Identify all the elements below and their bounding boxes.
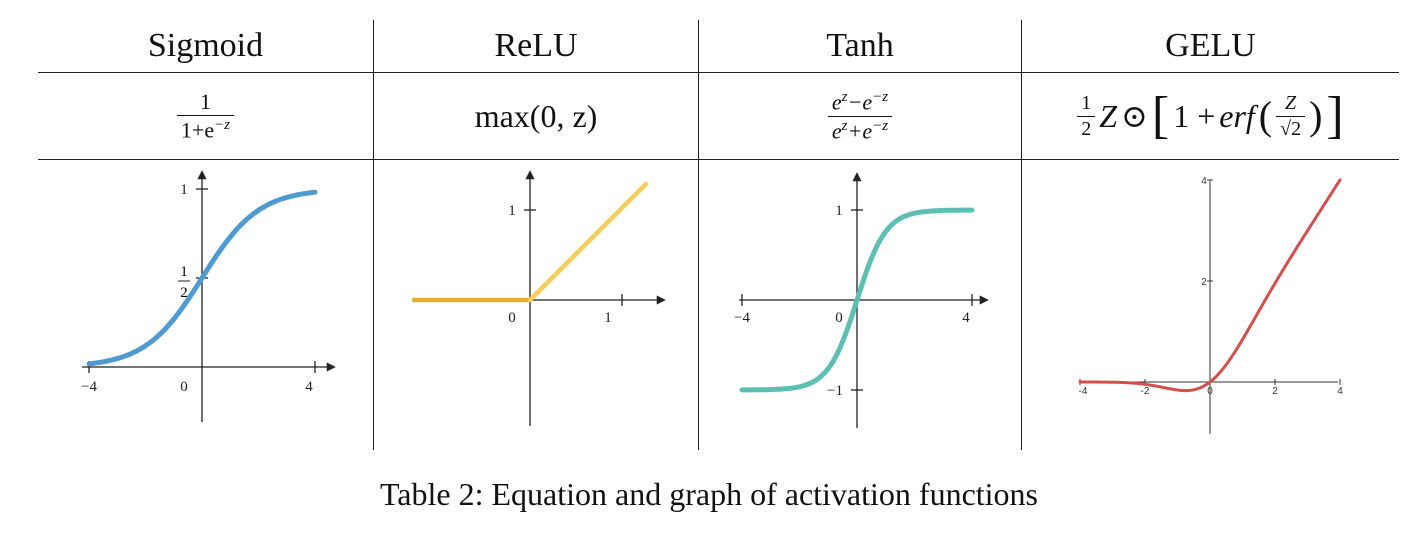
equation-row: 1 1+e−z max(0, z) ez−e−z ez+e−z 1 2 Z ⊙ … xyxy=(38,72,1399,160)
tanh-denominator: ez+e−z xyxy=(827,115,893,143)
gelu-right-paren: ) xyxy=(1309,93,1323,138)
header-sigmoid: Sigmoid xyxy=(147,27,264,64)
sigmoid-x-tick-label: 4 xyxy=(305,379,313,395)
tanh-den-b-exp: −z xyxy=(872,117,889,134)
sigmoid-numerator: 1 xyxy=(199,89,211,115)
gelu-plot: -4 -2 0 2 4 4 2 xyxy=(1078,176,1343,434)
equation-sigmoid: 1 1+e−z xyxy=(38,72,374,160)
plot-cell-gelu: -4 -2 0 2 4 4 2 xyxy=(1021,159,1399,450)
sigmoid-curve xyxy=(86,189,318,367)
tanh-num-op: −e xyxy=(847,89,873,115)
equation-tanh: ez−e−z ez+e−z xyxy=(698,72,1022,160)
gelu-var: Z xyxy=(1099,97,1118,134)
gelu-curve xyxy=(1078,178,1342,393)
gelu-erf: erf xyxy=(1219,97,1255,134)
equation-gelu: 1 2 Z ⊙ [ 1 + erf ( Z √2 ) ] xyxy=(1021,72,1399,160)
tanh-numerator: ez−e−z xyxy=(828,89,892,115)
tanh-den-a-exp: z xyxy=(841,117,848,134)
gelu-frac-num: Z xyxy=(1285,91,1297,114)
gelu-formula: 1 2 Z ⊙ [ 1 + erf ( Z √2 ) ] xyxy=(1077,90,1344,142)
tanh-num-a: e xyxy=(831,89,842,115)
sigmoid-y-tick-half-num: 1 xyxy=(180,264,188,280)
activation-table: Sigmoid ReLU Tanh GELU 1 1+e−z max(0, z)… xyxy=(38,20,1399,450)
tanh-x-tick-label: −4 xyxy=(734,310,750,326)
gelu-x-tick-label: -2 xyxy=(1141,386,1150,397)
tanh-y-tick-label: −1 xyxy=(827,383,843,399)
gelu-x-tick-label: 0 xyxy=(1207,386,1213,397)
sigmoid-den-base: 1+e xyxy=(180,117,215,143)
tanh-plot: −4 0 4 1 −1 xyxy=(734,172,989,428)
gelu-left-bracket: [ xyxy=(1151,87,1170,144)
plot-row: −4 0 4 1 1 2 0 1 1 −4 0 4 1 −1 -4 -2 0 2 4 4 2 xyxy=(38,159,1399,451)
gelu-half: 1 2 xyxy=(1077,91,1096,140)
plot-cell-relu: 0 1 1 xyxy=(373,159,699,450)
relu-plot: 0 1 1 xyxy=(411,170,666,426)
gelu-x-tick-label: -4 xyxy=(1079,386,1088,397)
equation-relu: max(0, z) xyxy=(373,72,699,160)
relu-x-tick-label: 0 xyxy=(508,310,516,326)
relu-y-tick-label: 1 xyxy=(508,203,516,219)
plot-cell-sigmoid: −4 0 4 1 1 2 xyxy=(38,160,374,451)
sigmoid-x-tick-label: 0 xyxy=(180,379,188,395)
gelu-y-tick-label: 4 xyxy=(1201,176,1207,187)
gelu-y-tick-label: 2 xyxy=(1201,277,1207,288)
sigmoid-fraction: 1 1+e−z xyxy=(176,89,235,143)
sigmoid-den-exp: −z xyxy=(214,117,231,134)
gelu-left-paren: ( xyxy=(1258,93,1273,138)
relu-formula: max(0, z) xyxy=(474,97,598,134)
tanh-den-a: e xyxy=(831,117,842,143)
sigmoid-plot: −4 0 4 1 1 2 xyxy=(81,170,336,422)
gelu-right-bracket: ] xyxy=(1326,87,1344,144)
gelu-z-fraction: Z √2 xyxy=(1276,91,1306,140)
tanh-fraction: ez−e−z ez+e−z xyxy=(827,89,893,143)
tanh-x-tick-label: 4 xyxy=(962,310,970,326)
tanh-y-tick-label: 1 xyxy=(835,203,843,219)
gelu-frac-den: √2 xyxy=(1276,115,1306,140)
sigmoid-x-tick-label: −4 xyxy=(81,379,97,395)
sigmoid-denominator: 1+e−z xyxy=(176,115,235,143)
header-tanh: Tanh xyxy=(698,20,1022,73)
tanh-x-tick-label: 0 xyxy=(835,310,843,326)
table-caption: Table 2: Equation and graph of activatio… xyxy=(379,476,1038,512)
tanh-num-a-exp: z xyxy=(841,89,848,106)
gelu-half-den: 2 xyxy=(1077,115,1096,140)
relu-x-tick-label: 1 xyxy=(604,310,612,326)
gelu-odot: ⊙ xyxy=(1121,98,1148,134)
gelu-x-tick-label: 2 xyxy=(1272,386,1278,397)
sigmoid-y-tick-half-den: 2 xyxy=(180,285,188,301)
header-row: Sigmoid ReLU Tanh GELU xyxy=(38,20,1399,73)
tanh-den-op: +e xyxy=(847,117,873,143)
gelu-x-tick-label: 4 xyxy=(1337,386,1343,397)
sigmoid-y-tick-label: 1 xyxy=(180,182,188,198)
tanh-curve xyxy=(739,207,975,393)
gelu-half-num: 1 xyxy=(1081,91,1092,114)
header-gelu: GELU xyxy=(1021,20,1399,73)
header-relu: ReLU xyxy=(373,20,699,73)
plot-cell-tanh: −4 0 4 1 −1 xyxy=(698,159,1022,450)
gelu-one-plus: 1 + xyxy=(1173,97,1216,134)
relu-positive-segment xyxy=(527,181,649,303)
tanh-num-b-exp: −z xyxy=(872,89,889,106)
